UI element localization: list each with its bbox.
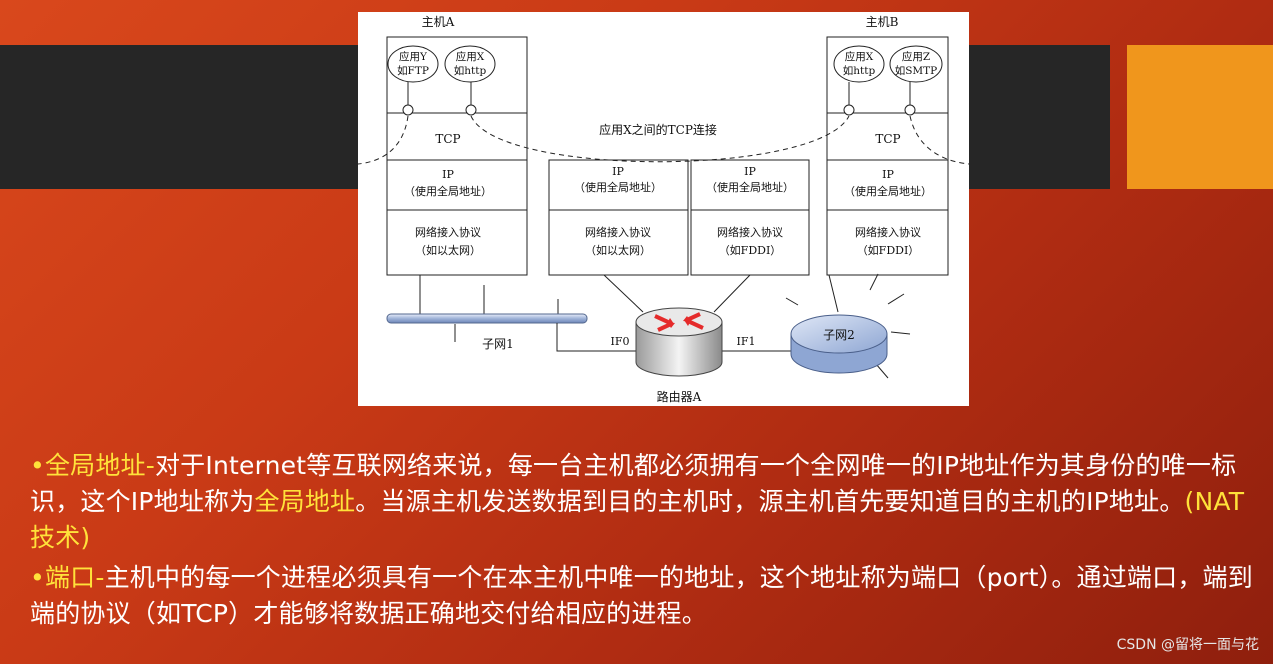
tcp-dashed-right-outer (909, 115, 969, 165)
host-b-app-x-line2: 如http (843, 64, 876, 77)
term-port: 端口- (44, 563, 105, 592)
host-b-port-z (904, 104, 916, 116)
subnet1-label: 子网1 (482, 337, 514, 351)
host-b-title: 主机B (866, 15, 899, 29)
host-b-app-z-line1: 应用Z (902, 50, 930, 63)
host-a-app-x-line2: 如http (454, 64, 487, 77)
host-b-ip-line2: （使用全局地址） (844, 184, 932, 198)
host-a-tcp: TCP (435, 132, 460, 146)
router-arrows-icon (654, 312, 704, 332)
host-b-app-x-line1: 应用X (845, 50, 874, 63)
term-global-address: 全局地址- (44, 451, 155, 480)
host-a-app-x-line1: 应用X (456, 50, 485, 63)
diagram-canvas: 主机A 应用Y 如FTP 应用X 如http TCP IP （使用全局地址） 网… (358, 15, 969, 404)
if1-label: IF1 (737, 335, 756, 348)
global-address-text-1: 对于Internet等互联网络来说，每一台主机都必须拥有一个全网唯一的IP地址作… (30, 451, 1237, 516)
bullet-list: •全局地址-对于Internet等互联网络来说，每一台主机都必须拥有一个全网唯一… (30, 448, 1265, 636)
host-a-ip-line1: IP (442, 168, 454, 181)
stack-to-router-right (713, 274, 751, 313)
host-a-app-y-line1: 应用Y (399, 50, 428, 63)
router-left-ip-line2: （使用全局地址） (574, 180, 662, 194)
csdn-watermark: CSDN @留将一面与花 (1116, 637, 1259, 653)
stack-to-router-left (603, 274, 644, 313)
host-a-port-x (465, 104, 477, 116)
subnet2-cloud (790, 314, 888, 374)
host-b-tcp: TCP (875, 132, 900, 146)
router-stack-left (548, 159, 689, 276)
host-a-ip-line2: （使用全局地址） (404, 184, 492, 198)
tcp-dashed-left-outer (358, 115, 409, 165)
if0-label: IF0 (611, 335, 630, 348)
router-left-ip-line1: IP (612, 165, 624, 178)
router-right-net-line2: （如FDDI） (719, 243, 782, 257)
port-text: 主机中的每一个进程必须具有一个在本主机中唯一的地址，这个地址称为端口（port）… (30, 563, 1253, 628)
host-b-net-line1: 网络接入协议 (855, 225, 921, 239)
nat-note: (NAT技术) (30, 487, 1245, 552)
subnet2-label: 子网2 (823, 328, 855, 342)
host-b-app-z (889, 45, 943, 83)
host-a-port-y (402, 104, 414, 116)
bullet-marker: • (30, 563, 45, 592)
host-b-port-x (843, 104, 855, 116)
bullet-port: •端口-主机中的每一个进程必须具有一个在本主机中唯一的地址，这个地址称为端口（p… (30, 560, 1265, 632)
host-b-net-line2: （如FDDI） (857, 243, 920, 257)
router-right-ip-line1: IP (744, 165, 756, 178)
host-a-title: 主机A (422, 15, 455, 29)
router-right-net-line1: 网络接入协议 (717, 225, 783, 239)
router-icon (635, 307, 723, 377)
host-b-ip-line1: IP (882, 168, 894, 181)
host-b-app-x (833, 45, 885, 83)
bullet-global-address: •全局地址-对于Internet等互联网络来说，每一台主机都必须拥有一个全网唯一… (30, 448, 1265, 556)
subnet1-bus (386, 313, 588, 324)
subnet2-spokes (785, 273, 911, 379)
host-a-app-x (444, 45, 496, 83)
router-label: 路由器A (657, 389, 702, 404)
global-address-text-2: 。当源主机发送数据到目的主机时，源主机首先要知道目的主机的IP地址。 (355, 487, 1185, 516)
router-left-net-line1: 网络接入协议 (585, 225, 651, 239)
host-a-net-line2: （如以太网） (415, 243, 481, 257)
host-a-net-line1: 网络接入协议 (415, 225, 481, 239)
network-diagram: 主机A 应用Y 如FTP 应用X 如http TCP IP （使用全局地址） 网… (358, 12, 969, 406)
host-a-app-y (387, 45, 439, 83)
tcp-connection-curve (470, 115, 850, 163)
router-right-ip-line2: （使用全局地址） (706, 180, 794, 194)
title-band-accent (1127, 45, 1273, 189)
term-global-address-inline: 全局地址 (254, 487, 356, 516)
bullet-marker: • (30, 451, 45, 480)
link-if0 (556, 323, 636, 352)
tcp-connection-label: 应用X之间的TCP连接 (599, 122, 717, 137)
host-b-drop-line (828, 274, 839, 313)
router-left-net-line2: （如以太网） (585, 243, 651, 257)
host-b-app-z-line2: 如SMTP (895, 64, 938, 77)
host-a-app-y-line2: 如FTP (397, 64, 429, 77)
